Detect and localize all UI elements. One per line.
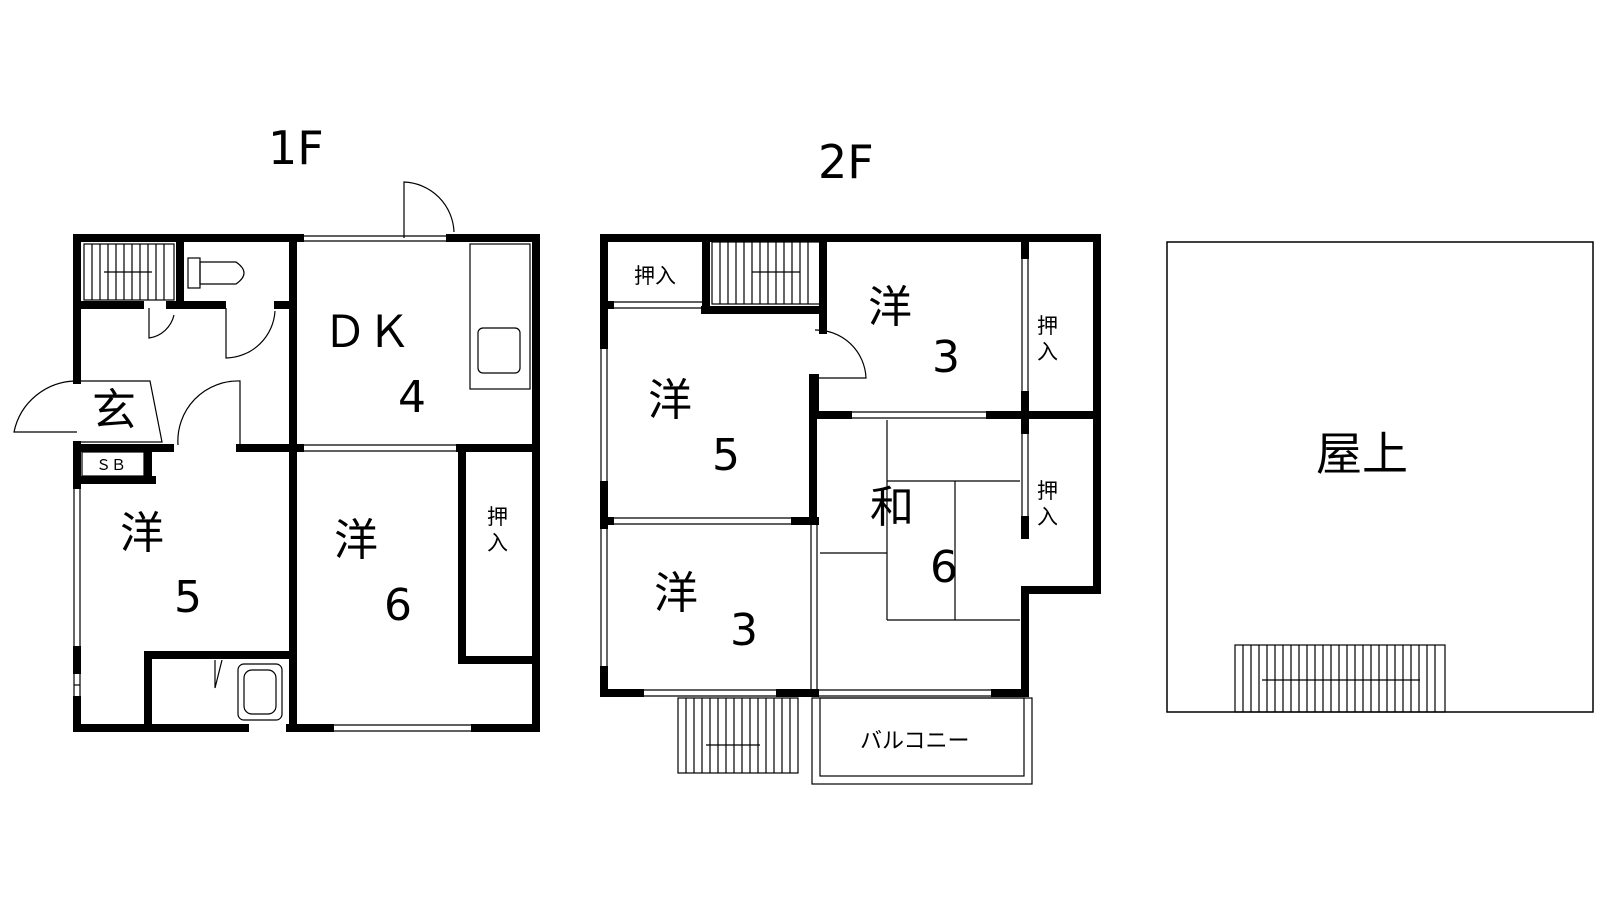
western-a-name: 洋 <box>120 508 164 559</box>
second-floor-details <box>600 241 1033 785</box>
balcony-label: バルコニー <box>860 729 970 754</box>
japanese-size: 6 <box>930 542 958 593</box>
western-3b-name: 洋 <box>654 568 698 619</box>
floor-label-1f: 1F <box>268 121 324 175</box>
roof: 屋上 <box>1166 241 1594 713</box>
closet-top-label: 押入 <box>634 264 676 288</box>
japanese-name: 和 <box>870 482 914 533</box>
floor-label-2f: 2F <box>818 135 874 189</box>
western-b-size: 6 <box>384 580 412 631</box>
dk-size: 4 <box>398 372 426 423</box>
roof-stairs <box>1234 644 1446 713</box>
western-3a-name: 洋 <box>868 282 912 333</box>
dk-name: ＤＫ <box>323 307 411 358</box>
first-floor: 1F <box>13 121 540 732</box>
closet-label-line: 押入 <box>487 505 508 555</box>
western-a-size: 5 <box>174 572 202 623</box>
western-3b-size: 3 <box>730 605 758 656</box>
entrance-label: 玄 <box>92 385 136 436</box>
western-5-size: 5 <box>712 430 740 481</box>
first-floor-walls <box>73 234 540 732</box>
western-3a-size: 3 <box>932 332 960 383</box>
closet-label: 押入 <box>487 505 508 555</box>
closet-right-a-label: 押入 <box>1037 314 1058 364</box>
first-floor-details <box>13 181 531 732</box>
second-floor: 2F <box>600 135 1101 785</box>
western-5-name: 洋 <box>648 375 692 426</box>
roof-label: 屋上 <box>1316 427 1408 481</box>
closet-right-b-label: 押入 <box>1037 479 1058 529</box>
shoe-box-label: ＳＢ <box>96 456 126 474</box>
second-floor-walls <box>600 234 1101 697</box>
western-b-name: 洋 <box>334 515 378 566</box>
